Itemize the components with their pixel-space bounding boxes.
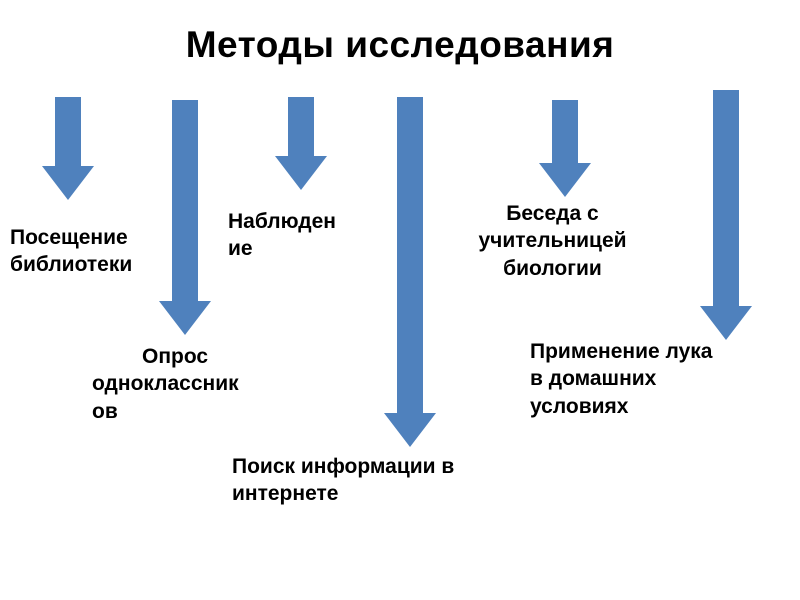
down-arrow-teacher [539,100,591,197]
down-arrow-application [700,90,752,340]
down-arrow-icon [159,100,211,335]
down-arrow-observation [275,97,327,190]
label-visit-library: Посещение библиотеки [10,226,133,277]
label-classmates-survey: Опрос одноклассник ов [92,345,239,423]
label-teacher-talk: Беседа с учительницей биологии [478,202,627,280]
down-arrow-icon [539,100,591,197]
down-arrow-icon [384,97,436,447]
down-arrow-internet [384,97,436,447]
slide-title: Методы исследования [185,24,615,65]
down-arrow-library [42,97,94,200]
label-internet-search: Поиск информации в интернете [232,455,455,506]
label-onion-application: Применение лука в домашних условиях [530,340,713,418]
down-arrow-icon [42,97,94,200]
label-observation: Наблюден ие [228,210,336,261]
down-arrow-icon [275,97,327,190]
down-arrow-icon [700,90,752,340]
down-arrow-survey [159,100,211,335]
